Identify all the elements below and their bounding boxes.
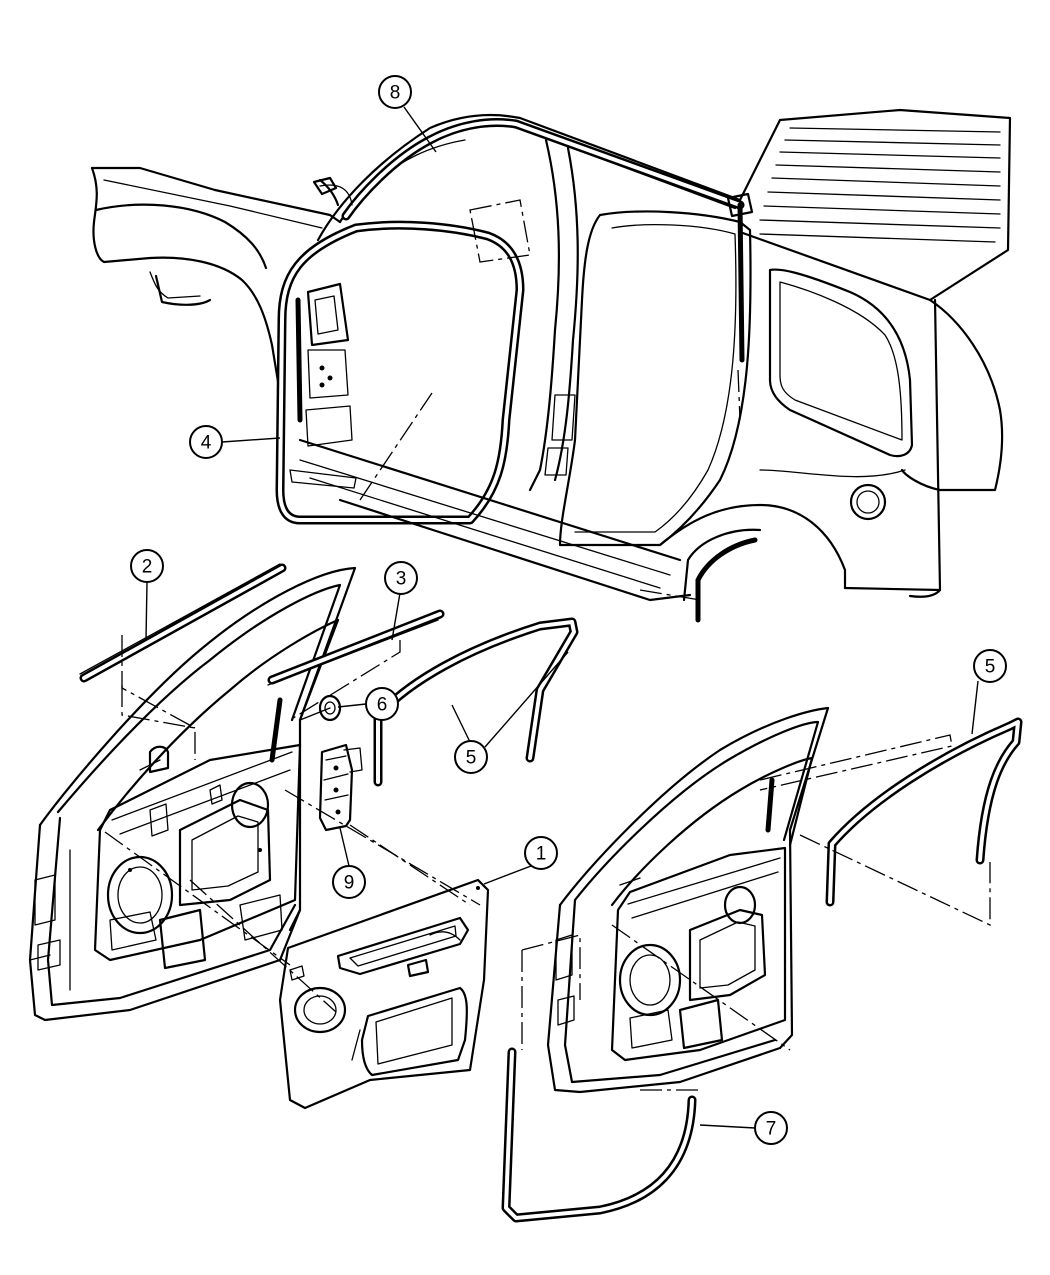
callout-2: 2 <box>130 549 164 583</box>
callout-8: 8 <box>378 75 412 109</box>
callout-3: 3 <box>384 561 418 595</box>
callout-1-label: 1 <box>536 844 547 865</box>
leader-lines <box>145 106 979 1129</box>
vehicle-body-illustration <box>90 108 1012 623</box>
door-bottom-seal-part <box>501 1047 697 1223</box>
callout-6-label: 6 <box>377 695 388 716</box>
callout-2-label: 2 <box>142 557 153 578</box>
callout-8-label: 8 <box>390 83 401 104</box>
latch-bracket-part <box>318 743 363 832</box>
grommet-part <box>299 694 342 722</box>
belt-moldings <box>79 563 445 686</box>
callout-1: 1 <box>524 836 558 870</box>
callout-5-left-label: 5 <box>466 748 477 769</box>
front-door-right-illustration <box>546 706 830 1094</box>
callout-3-label: 3 <box>396 569 407 590</box>
callout-9: 9 <box>332 865 366 899</box>
callout-4: 4 <box>189 425 223 459</box>
callout-9-label: 9 <box>344 873 355 894</box>
callout-5-right: 5 <box>973 649 1007 683</box>
callout-7: 7 <box>754 1111 788 1145</box>
front-door-illustration <box>28 566 357 1022</box>
callout-6: 6 <box>365 687 399 721</box>
callout-5-left: 5 <box>454 740 488 774</box>
callout-4-label: 4 <box>201 433 212 454</box>
callout-5-right-label: 5 <box>985 657 996 678</box>
callout-7-label: 7 <box>766 1119 777 1140</box>
assembly-lines <box>104 635 991 1091</box>
door-trim-panel-part <box>278 878 490 1110</box>
